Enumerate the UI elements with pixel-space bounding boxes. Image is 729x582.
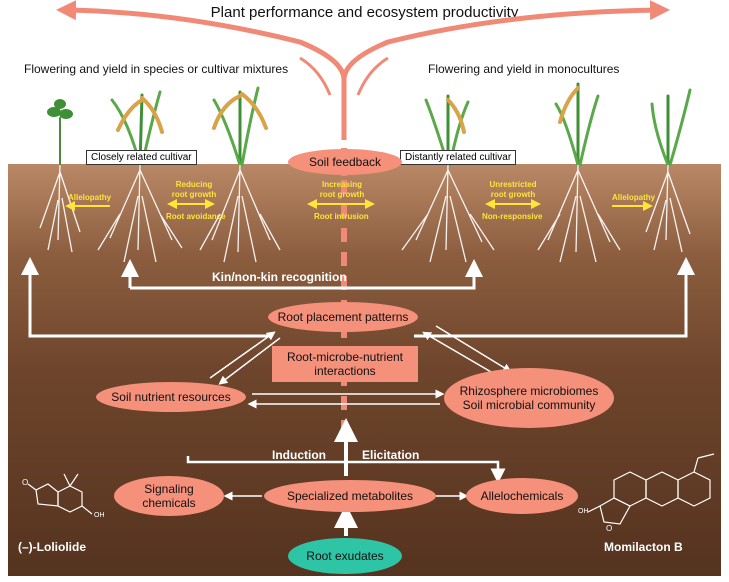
interaction-arrows xyxy=(65,199,653,211)
allelopathy-left-label: Allelopathy xyxy=(68,193,112,202)
root-exudates-label: Root exudates xyxy=(306,549,384,563)
monocultures-heading: Flowering and yield in monocultures xyxy=(428,62,620,76)
root-microbe-box: Root-microbe-nutrient interactions xyxy=(272,346,418,382)
root-microbe-line-1: Root-microbe-nutrient xyxy=(286,350,404,364)
unrestricted-root-growth-label: Unrestricted root growth xyxy=(484,180,542,199)
soil-feedback-label: Soil feedback xyxy=(308,155,382,169)
reducing-line-2: root growth xyxy=(171,189,217,199)
root-intrusion-label: Root intrusion xyxy=(314,212,369,221)
increasing-line-2: root growth xyxy=(319,189,365,199)
rhizosphere-text: Rhizosphere microbiomes Soil microbial c… xyxy=(460,384,599,412)
signaling-chemicals-oval: Signaling chemicals xyxy=(114,476,224,516)
root-microbe-line-2: interactions xyxy=(314,364,376,378)
momilactone-ho-label: OH xyxy=(578,508,589,515)
root-avoidance-label: Root avoidance xyxy=(166,212,226,221)
diagram-title: Plant performance and ecosystem producti… xyxy=(210,4,519,21)
allelochemicals-label: Allelochemicals xyxy=(480,489,564,503)
plant-roots xyxy=(39,164,691,263)
root-placement-oval: Root placement patterns xyxy=(268,302,418,332)
non-responsive-label: Non-responsive xyxy=(482,212,543,221)
rhizosphere-oval: Rhizosphere microbiomes Soil microbial c… xyxy=(444,368,614,428)
closely-related-cultivar-label: Closely related cultivar xyxy=(86,150,197,165)
soil-feedback-oval: Soil feedback xyxy=(288,149,402,175)
root-exudates-oval: Root exudates xyxy=(288,538,402,574)
reducing-root-growth-label: Reducing root growth xyxy=(166,180,222,199)
soil-nutrients-label: Soil nutrient resources xyxy=(111,390,231,404)
specialized-metabolites-oval: Specialized metabolites xyxy=(264,480,436,512)
kin-recognition-label: Kin/non-kin recognition xyxy=(212,270,347,284)
elicitation-label: Elicitation xyxy=(362,448,420,462)
root-microbe-text: Root-microbe-nutrient interactions xyxy=(287,350,403,378)
momilactone-label: Momilacton B xyxy=(604,540,683,554)
loliolide-oh-label: OH xyxy=(94,512,105,519)
allelochemicals-oval: Allelochemicals xyxy=(466,478,578,514)
mixtures-heading: Flowering and yield in species or cultiv… xyxy=(24,62,289,76)
loliolide-label: (–)-Loliolide xyxy=(18,540,86,554)
allelopathy-right-label: Allelopathy xyxy=(612,193,656,202)
rhizosphere-line-2: Soil microbial community xyxy=(462,398,596,412)
induction-label: Induction xyxy=(272,448,326,462)
unrestricted-line-2: root growth xyxy=(490,189,536,199)
momilactone-o-label: O xyxy=(606,524,613,533)
increasing-root-growth-label: Increasing root growth xyxy=(312,180,372,199)
distantly-related-cultivar-label: Distantly related cultivar xyxy=(400,150,517,165)
loliolide-o-label: O xyxy=(22,478,29,487)
increasing-line: Increasing xyxy=(321,180,362,189)
unrestricted-line: Unrestricted xyxy=(489,180,537,189)
momilactone-structure xyxy=(587,453,715,525)
flow-arrows xyxy=(21,257,695,484)
root-placement-label: Root placement patterns xyxy=(277,310,409,324)
signaling-line-1: Signaling xyxy=(144,482,194,496)
signaling-text: Signaling chemicals xyxy=(142,482,195,510)
signaling-line-2: chemicals xyxy=(142,496,196,510)
loliolide-structure xyxy=(27,473,93,515)
rhizosphere-line-1: Rhizosphere microbiomes xyxy=(459,384,599,398)
link-arrows xyxy=(209,325,512,501)
specialized-metabolites-label: Specialized metabolites xyxy=(286,489,414,503)
soil-nutrients-oval: Soil nutrient resources xyxy=(96,382,246,412)
reducing-line: Reducing xyxy=(175,180,213,189)
